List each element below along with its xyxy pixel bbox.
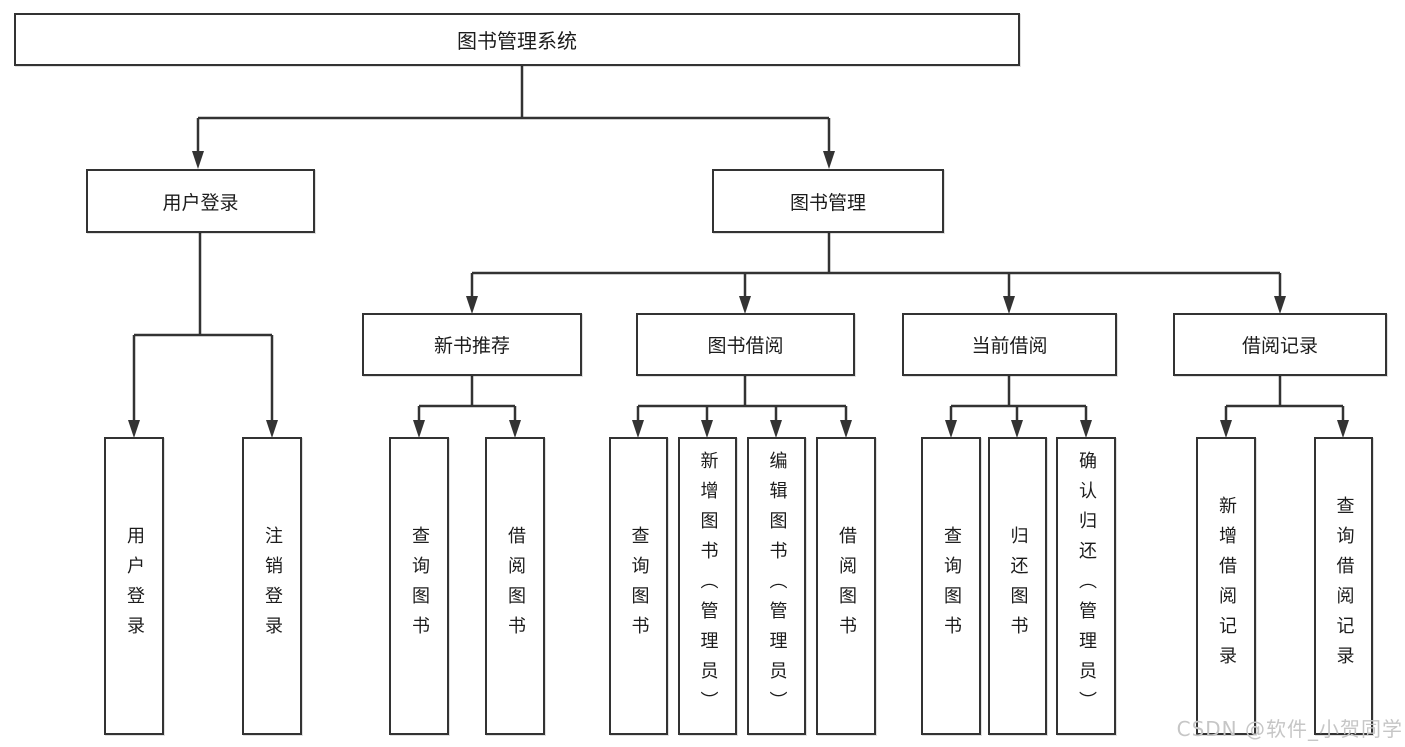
node-label: 用户登录 <box>162 191 239 214</box>
arrowheads <box>128 151 1349 438</box>
node-label: 图书管理系统 <box>457 29 577 53</box>
node-system-root: 图书管理系统 <box>14 13 1020 66</box>
leaf-add-borrow-record: 新增借阅记录 <box>1196 437 1256 735</box>
node-label: 查询图书 <box>941 526 962 646</box>
node-label: 查询图书 <box>628 526 650 646</box>
leaf-query-books-recommend: 查询图书 <box>389 437 449 735</box>
node-label: 新增借阅记录 <box>1216 496 1237 676</box>
leaf-return-books: 归还图书 <box>988 437 1047 735</box>
node-book-borrowing: 图书借阅 <box>636 313 855 376</box>
leaf-query-books-current: 查询图书 <box>921 437 981 735</box>
node-label: 借阅图书 <box>836 526 857 646</box>
node-current-borrowing: 当前借阅 <box>902 313 1117 376</box>
node-label: 图书借阅 <box>707 335 784 357</box>
leaf-edit-books-admin: 编辑图书（管理员） <box>747 437 806 735</box>
leaf-add-books-admin: 新增图书（管理员） <box>678 437 737 735</box>
leaf-borrow-books: 借阅图书 <box>816 437 876 735</box>
node-label: 注销登录 <box>262 526 283 646</box>
node-label: 用户登录 <box>124 526 145 646</box>
leaf-borrow-books-recommend: 借阅图书 <box>485 437 545 735</box>
node-label: 借阅图书 <box>505 526 526 646</box>
node-new-book-recommend: 新书推荐 <box>362 313 582 376</box>
leaf-user-login: 用户登录 <box>104 437 164 735</box>
leaf-query-books-borrow: 查询图书 <box>609 437 668 735</box>
node-label: 新增图书（管理员） <box>697 451 719 721</box>
node-user-login: 用户登录 <box>86 169 315 233</box>
node-label: 归还图书 <box>1007 526 1029 646</box>
node-label: 查询图书 <box>409 526 430 646</box>
node-borrow-records: 借阅记录 <box>1173 313 1387 376</box>
node-label: 借阅记录 <box>1241 335 1318 357</box>
node-label: 新书推荐 <box>433 335 510 357</box>
node-label: 图书管理 <box>789 191 866 214</box>
node-book-management: 图书管理 <box>712 169 944 233</box>
leaf-confirm-return-admin: 确认归还（管理员） <box>1056 437 1116 735</box>
leaf-logout: 注销登录 <box>242 437 302 735</box>
node-label: 确认归还（管理员） <box>1076 451 1097 721</box>
node-label: 查询借阅记录 <box>1333 496 1355 676</box>
node-label: 当前借阅 <box>971 335 1048 357</box>
leaf-query-borrow-record: 查询借阅记录 <box>1314 437 1373 735</box>
node-label: 编辑图书（管理员） <box>766 451 788 721</box>
